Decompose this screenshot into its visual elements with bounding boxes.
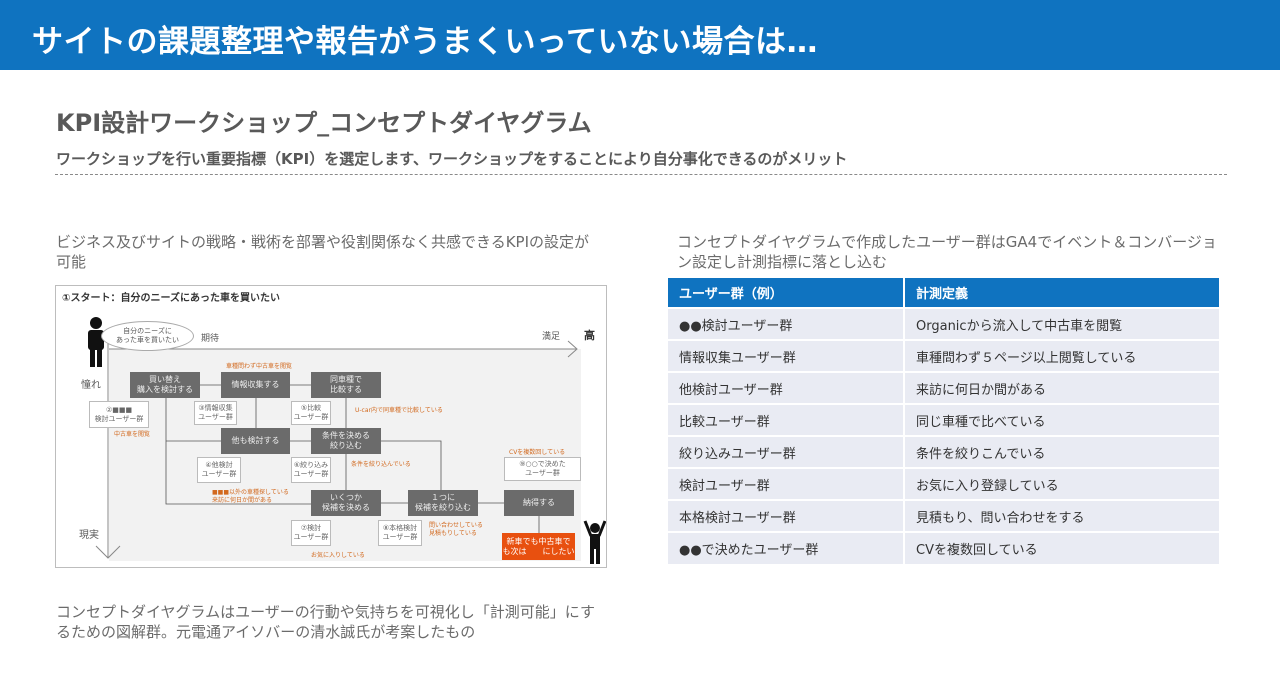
axis-expect: 期待 — [201, 334, 220, 344]
user-group: 情報収集ユーザー群 — [668, 339, 905, 372]
callout: ⑨○○で決めた ユーザー群 — [504, 457, 581, 481]
table-row: 本格検討ユーザー群見積もり、問い合わせをする — [668, 499, 1221, 532]
left-caption: コンセプトダイヤグラムはユーザーの行動や気持ちを可視化し「計測可能」にするための… — [56, 603, 595, 641]
header-bar: サイトの課題整理や報告がうまくいっていない場合は… — [0, 0, 1280, 70]
axis-high: 高 — [584, 329, 595, 342]
note: 問い合わせしている 見積もりしている — [429, 522, 483, 537]
left-intro: ビジネス及びサイトの戦略・戦術を部署や役割関係なく共感できるKPIの設定が可能 — [56, 233, 590, 271]
note: CVを複数回している — [509, 449, 566, 456]
step-box: 他も検討する — [221, 428, 290, 454]
step-box: 同車種で 比較する — [311, 372, 381, 398]
measurement-definition: 同じ車種で比べている — [904, 403, 1221, 436]
note: U-car内で同車種で比較している — [355, 407, 443, 414]
diagram-lines — [95, 336, 578, 559]
note: 車種問わず中古車を閲覧 — [226, 363, 293, 370]
right-intro: コンセプトダイヤグラムで作成したユーザー群はGA4でイベント＆コンバージョン設定… — [677, 233, 1217, 271]
user-group: ●●検討ユーザー群 — [668, 307, 905, 340]
note: ■■■以外の車種探している 来訪に何日か間がある — [212, 489, 289, 504]
step-box: 納得する — [504, 490, 574, 516]
concept-diagram: ①スタート：自分のニーズにあった車を買いたい 自分のニーズに あった車を買いたい… — [55, 285, 607, 568]
user-group: 検討ユーザー群 — [668, 467, 905, 500]
user-group: ●●で決めたユーザー群 — [668, 531, 905, 564]
step-box: 買い替え 購入を検討する — [130, 372, 200, 398]
callout: ⑦検討 ユーザー群 — [291, 520, 331, 546]
measurement-definition: お気に入り登録している — [904, 467, 1221, 500]
user-group: 絞り込みユーザー群 — [668, 435, 905, 468]
axis-reality: 現実 — [79, 530, 99, 541]
axis-longing: 憧れ — [81, 380, 101, 391]
note: 中古車を閲覧 — [114, 431, 151, 438]
column-header: ユーザー群（例） — [668, 278, 905, 308]
callout: ⑤比較 ユーザー群 — [291, 401, 331, 425]
table-row: 他検討ユーザー群来訪に何日か間がある — [668, 371, 1221, 404]
goal-box: 新車でも中古車で も次は にしたい — [502, 533, 575, 560]
user-group: 他検討ユーザー群 — [668, 371, 905, 404]
thought-bubble: 自分のニーズに あった車を買いたい — [101, 321, 194, 351]
measurement-definition: 来訪に何日か間がある — [904, 371, 1221, 404]
section-title: KPI設計ワークショップ_コンセプトダイヤグラム — [56, 109, 592, 137]
table-row: 絞り込みユーザー群条件を絞りこんでいる — [668, 435, 1221, 468]
callout: ⑥絞り込み ユーザー群 — [291, 457, 331, 483]
measurement-definition: CVを複数回している — [904, 531, 1221, 564]
note: お気に入りしている — [311, 552, 365, 559]
column-header: 計測定義 — [904, 278, 1221, 308]
callout: ②■■■ 検討ユーザー群 — [89, 401, 149, 428]
user-group: 比較ユーザー群 — [668, 403, 905, 436]
table-row: 検討ユーザー群お気に入り登録している — [668, 467, 1221, 500]
table-row: 比較ユーザー群同じ車種で比べている — [668, 403, 1221, 436]
measurement-definition: 見積もり、問い合わせをする — [904, 499, 1221, 532]
axis-satisfy: 満足 — [542, 332, 561, 342]
note: 条件を絞り込んでいる — [351, 461, 411, 468]
step-box: 情報収集する — [221, 372, 290, 398]
callout: ③情報収集 ユーザー群 — [194, 401, 237, 425]
measurement-definition: 条件を絞りこんでいる — [904, 435, 1221, 468]
person-icon — [88, 317, 104, 367]
callout: ⑧本格検討 ユーザー群 — [378, 520, 422, 546]
callout: ④他検討 ユーザー群 — [197, 457, 241, 483]
user-group: 本格検討ユーザー群 — [668, 499, 905, 532]
measurement-definition: 車種問わず５ページ以上閲覧している — [904, 339, 1221, 372]
step-box: 条件を決める 絞り込む — [311, 428, 381, 454]
cheering-person-icon — [583, 520, 606, 564]
step-box: いくつか 候補を決める — [311, 490, 381, 516]
measurement-definition: Organicから流入して中古車を閲覧 — [904, 307, 1221, 340]
page-title: サイトの課題整理や報告がうまくいっていない場合は… — [32, 24, 818, 60]
diagram-title: ①スタート：自分のニーズにあった車を買いたい — [62, 293, 280, 304]
divider — [55, 174, 1227, 175]
step-box: １つに 候補を絞り込む — [408, 490, 478, 516]
section-subtitle: ワークショップを行い重要指標（KPI）を選定します、ワークショップをすることによ… — [56, 150, 848, 168]
table-row: 情報収集ユーザー群車種問わず５ページ以上閲覧している — [668, 339, 1221, 372]
